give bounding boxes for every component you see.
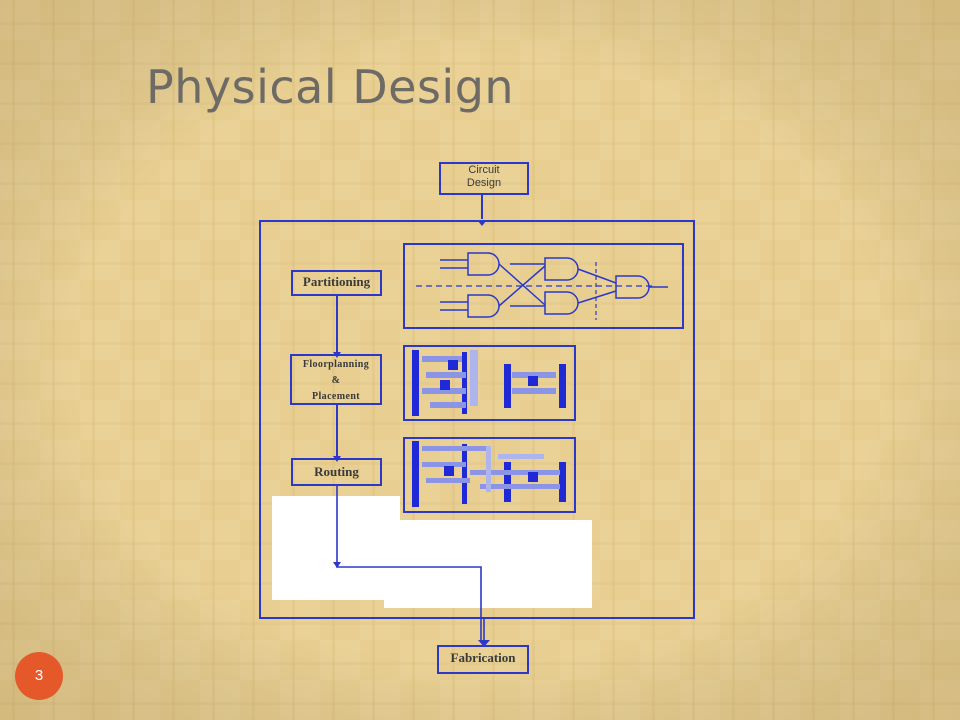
fabrication-label: Fabrication bbox=[450, 650, 516, 665]
slide-number-badge: 3 bbox=[15, 652, 63, 700]
circuit-design-label: Circuit Design bbox=[466, 164, 502, 189]
placement-layout bbox=[412, 350, 566, 416]
partitioning-label: Partitioning bbox=[302, 274, 371, 289]
placement-illustration bbox=[403, 345, 576, 421]
circuit-design-box bbox=[439, 162, 529, 195]
routing-illustration bbox=[403, 437, 576, 513]
routing-layout bbox=[412, 441, 566, 507]
slide-title: Physical Design bbox=[146, 60, 515, 114]
white-overlay-left bbox=[272, 496, 400, 600]
partitioning-illustration bbox=[403, 243, 684, 329]
connector-routing-to-fabrication bbox=[336, 485, 482, 640]
white-overlay-right bbox=[384, 520, 592, 608]
flow-container bbox=[259, 220, 695, 619]
fabrication-box bbox=[437, 645, 529, 674]
logic-gates-schematic bbox=[440, 252, 668, 318]
floorplanning-label: Floorplanning & Placement bbox=[302, 359, 370, 402]
routing-label: Routing bbox=[314, 464, 359, 479]
